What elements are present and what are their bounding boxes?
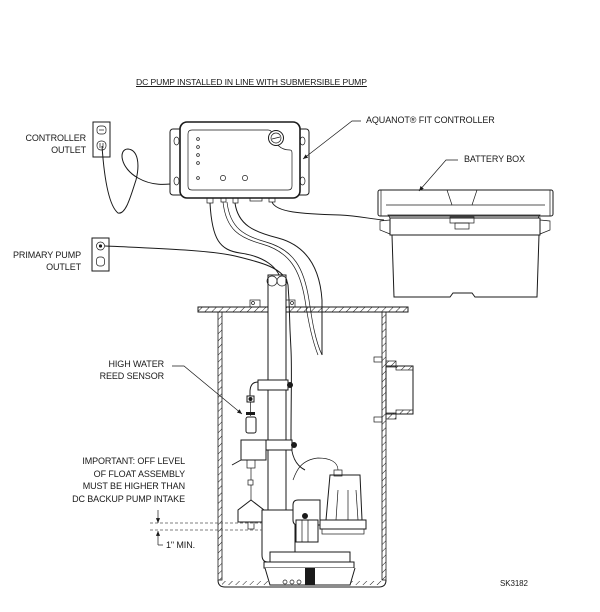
reed-sensor-label-line1: HIGH WATER [108, 359, 165, 369]
primary-pump-outlet-label: PRIMARY PUMP OUTLET [0, 250, 81, 273]
diagram-title: DC PUMP INSTALLED IN LINE WITH SUBMERSIB… [136, 77, 367, 87]
important-note-line1: IMPORTANT: OFF LEVEL [82, 456, 185, 466]
battery-box-leader [418, 159, 458, 192]
controller-leader [302, 120, 361, 160]
drawing-number: SK3182 [500, 579, 528, 588]
controller-outlet [92, 121, 111, 158]
reed-sensor-label: HIGH WATER REED SENSOR [60, 359, 165, 382]
primary-pump-outlet-label-line2: OUTLET [46, 261, 81, 272]
important-note-line2: OF FLOAT ASSEMBLY [93, 468, 185, 479]
controller-power-cord [101, 145, 181, 214]
inlet-hub [373, 356, 414, 423]
controller-cables [209, 201, 385, 380]
reed-sensor-label-line2: REED SENSOR [99, 370, 165, 381]
battery-box-label: BATTERY BOX [464, 154, 525, 164]
primary-pump-outlet [91, 237, 110, 272]
sump-pit [197, 299, 409, 588]
controller-outlet-label-line1: CONTROLLER [25, 133, 86, 143]
controller-outlet-label: CONTROLLER OUTLET [0, 133, 86, 156]
reed-sensor-leader [172, 365, 243, 415]
important-note: IMPORTANT: OFF LEVEL OF FLOAT ASSEMBLY M… [40, 455, 185, 505]
controller-outlet-label-line2: OUTLET [51, 144, 86, 155]
min-clearance-label: 1" MIN. [166, 540, 195, 550]
float-switch [231, 439, 267, 530]
battery-box [377, 189, 554, 298]
aquanot-fit-controller [169, 121, 310, 204]
submersible-pump [261, 509, 356, 586]
important-note-line3: MUST BE HIGHER THAN [82, 481, 185, 491]
controller-label: AQUANOT® FIT CONTROLLER [366, 115, 495, 125]
primary-pump-outlet-label-line1: PRIMARY PUMP [13, 250, 81, 260]
float-level-dimension [150, 510, 262, 546]
important-note-line4: DC BACKUP PUMP INTAKE [72, 493, 185, 504]
dc-backup-pump [292, 457, 367, 543]
high-water-reed-sensor [245, 381, 259, 434]
